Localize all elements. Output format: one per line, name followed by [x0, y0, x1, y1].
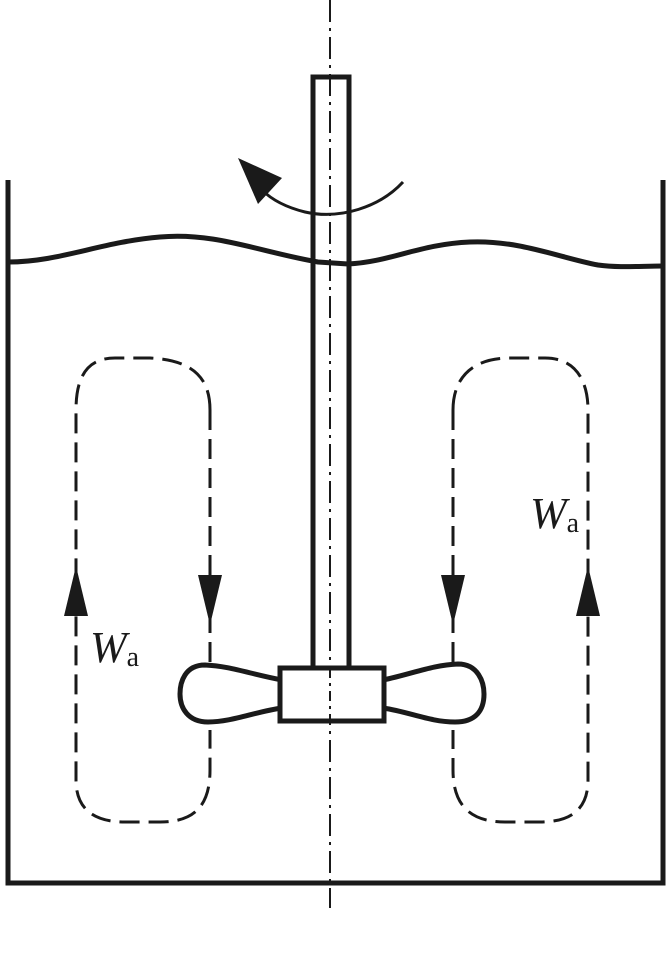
impeller-hub — [277, 665, 387, 724]
flow-label-left-main: W — [90, 623, 130, 672]
arrowhead-icon — [198, 575, 222, 625]
curved-arrow-icon — [260, 180, 405, 216]
impeller-blade-right — [380, 661, 487, 725]
rotation-arrowhead-icon — [238, 158, 282, 204]
flow-label-left-sub: a — [127, 642, 140, 673]
arrowhead-icon — [441, 575, 465, 625]
impeller-blade-left — [177, 662, 285, 725]
flow-label-right-main: W — [530, 489, 570, 538]
flow-label-right: Wa — [530, 489, 580, 539]
impeller — [177, 661, 487, 725]
flow-label-right-sub: a — [567, 508, 580, 539]
flow-label-left: Wa — [90, 623, 140, 673]
liquid-surface — [7, 233, 664, 270]
arrowhead-icon — [576, 566, 600, 616]
tank-vessel — [5, 180, 666, 886]
flow-loop-left — [74, 356, 212, 824]
flow-loop-right — [451, 356, 590, 824]
arrowhead-icon — [64, 566, 88, 616]
